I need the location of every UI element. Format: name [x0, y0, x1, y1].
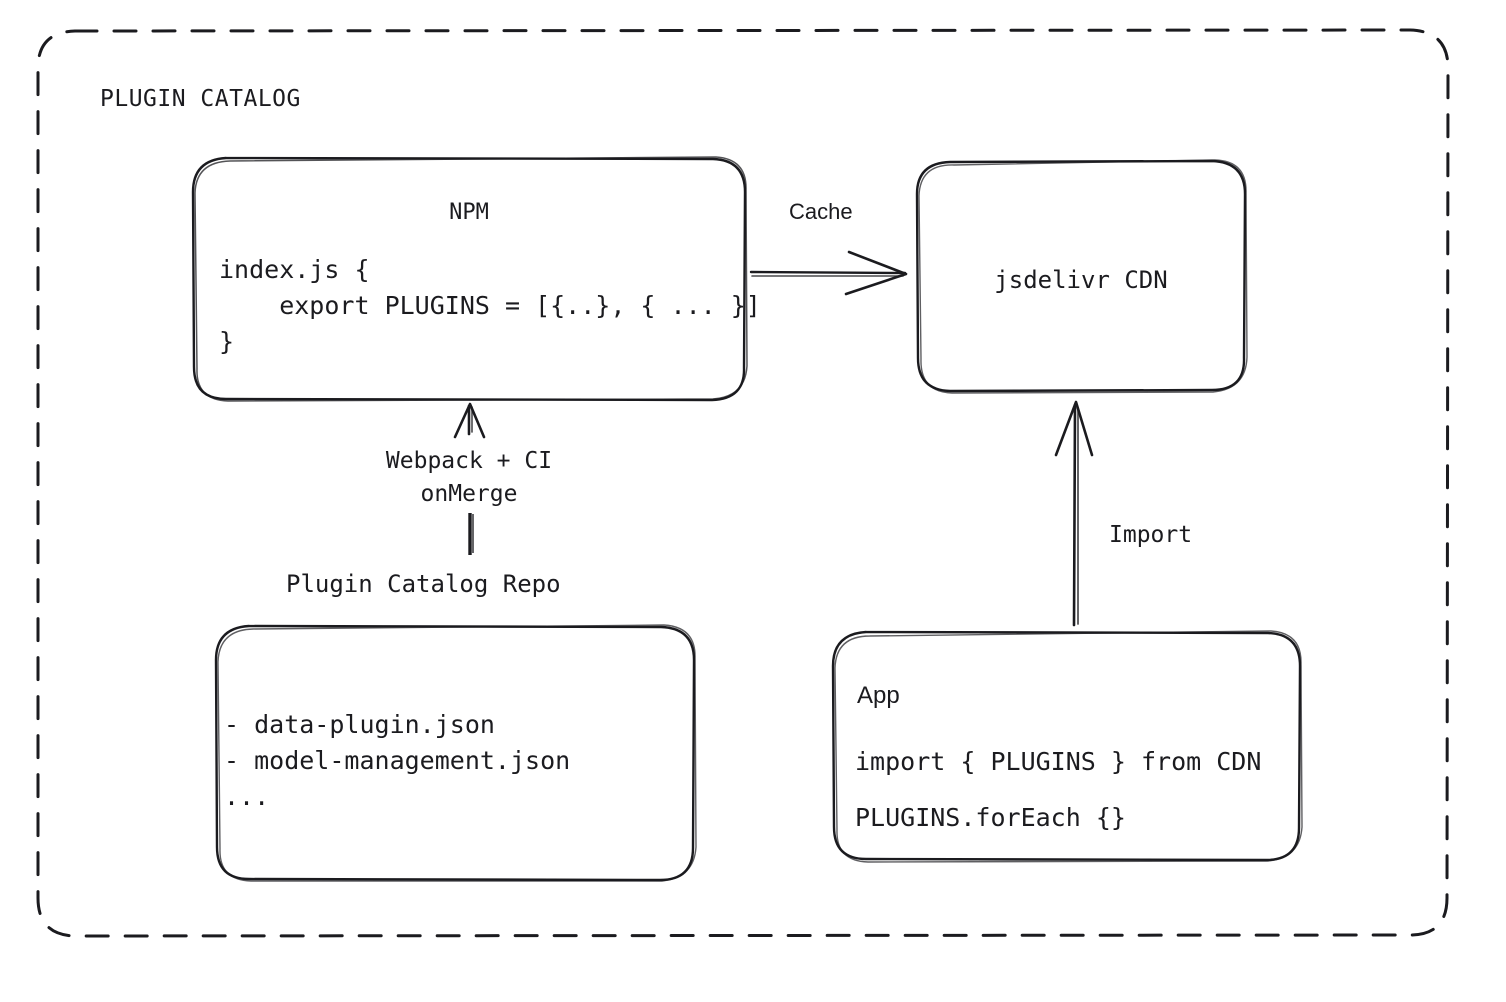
repo-node-caption: Plugin Catalog Repo — [286, 570, 561, 598]
edge-label-cache: Cache — [789, 199, 853, 224]
npm-code-line-1: index.js { — [219, 255, 370, 284]
arrow-app-to-cdn — [1054, 400, 1094, 627]
npm-code-line-3: } — [219, 327, 235, 356]
edge-label-import: Import — [1109, 522, 1193, 548]
app-code-line-1: import { PLUGINS } from CDN — [855, 747, 1262, 776]
app-node-title: App — [857, 682, 900, 709]
edge-label-onmerge: onMerge — [420, 481, 518, 507]
arrow-npm-to-cdn — [749, 250, 908, 296]
cdn-node-title: jsdelivr CDN — [994, 266, 1168, 294]
repo-file-line-2: - model-management.json — [224, 746, 571, 775]
repo-file-line-3: ... — [224, 782, 270, 811]
app-code-line-2: PLUGINS.forEach {} — [855, 803, 1126, 832]
repo-file-line-1: - data-plugin.json — [224, 710, 495, 739]
npm-code-line-2: export PLUGINS = [{..}, { ... }] — [219, 291, 761, 320]
npm-node-title: NPM — [449, 200, 489, 225]
group-title: PLUGIN CATALOG — [100, 86, 301, 112]
edge-label-webpack-ci: Webpack + CI — [385, 448, 553, 474]
